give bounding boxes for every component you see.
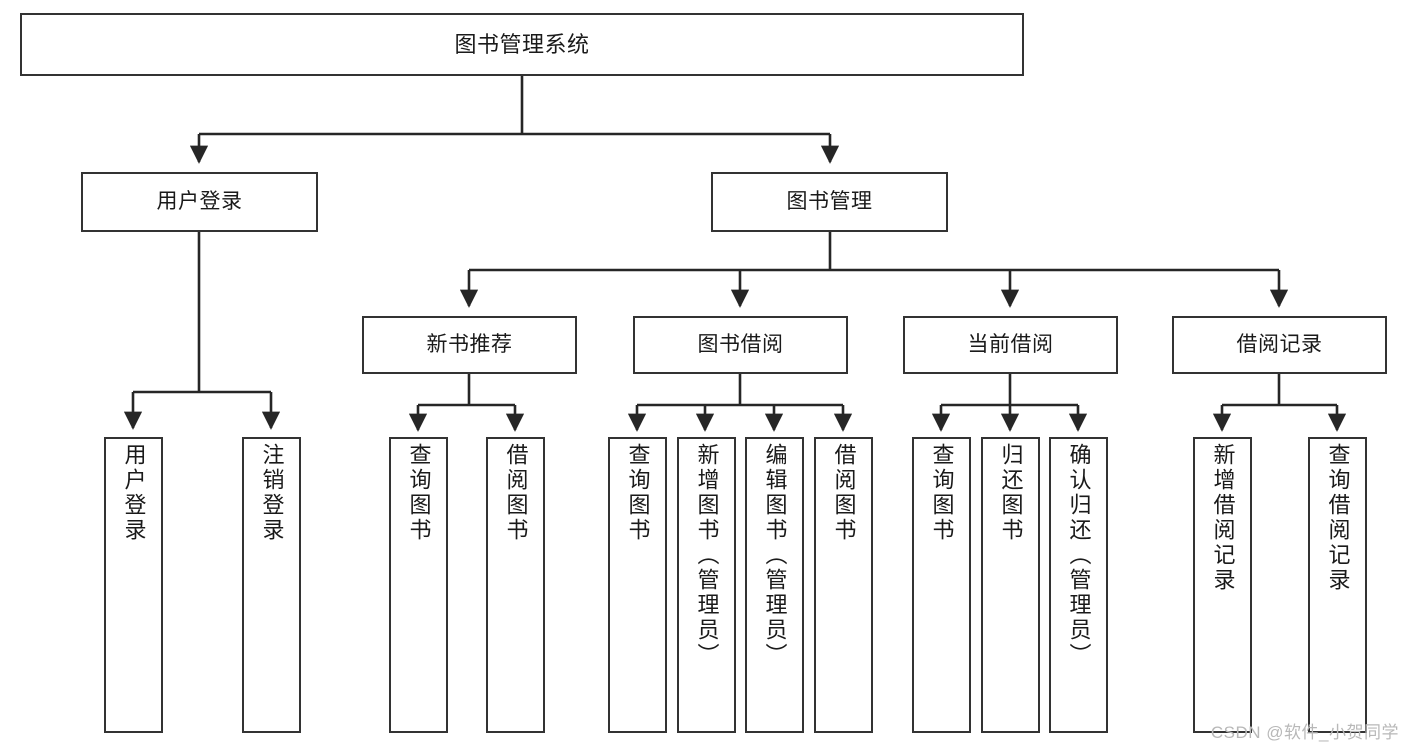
leaf-query-record-label: 查询借阅记录	[1325, 443, 1351, 593]
leaf-add-book-label: 新增图书（管理员）	[694, 443, 720, 668]
node-user-login-label: 用户登录	[156, 189, 243, 213]
leaf-user-logout-label: 注销登录	[259, 443, 285, 543]
leaf-query-book-3[interactable]: 查询图书	[912, 437, 971, 733]
node-new-book-rec[interactable]: 新书推荐	[362, 316, 577, 374]
node-root[interactable]: 图书管理系统	[20, 13, 1024, 76]
node-current-borrow-label: 当前借阅	[967, 332, 1054, 356]
leaf-add-record[interactable]: 新增借阅记录	[1193, 437, 1252, 733]
node-new-book-rec-label: 新书推荐	[426, 332, 513, 356]
leaf-query-record[interactable]: 查询借阅记录	[1308, 437, 1367, 733]
node-current-borrow[interactable]: 当前借阅	[903, 316, 1118, 374]
node-book-manage[interactable]: 图书管理	[711, 172, 948, 232]
leaf-return-book-label: 归还图书	[998, 443, 1024, 543]
leaf-query-book-2[interactable]: 查询图书	[608, 437, 667, 733]
leaf-query-book-2-label: 查询图书	[625, 443, 651, 543]
node-user-login[interactable]: 用户登录	[81, 172, 318, 232]
leaf-query-book-1-label: 查询图书	[406, 443, 432, 543]
leaf-confirm-return[interactable]: 确认归还（管理员）	[1049, 437, 1108, 733]
node-book-borrow[interactable]: 图书借阅	[633, 316, 848, 374]
leaf-borrow-book-2-label: 借阅图书	[831, 443, 857, 543]
node-root-label: 图书管理系统	[454, 31, 590, 57]
node-book-borrow-label: 图书借阅	[697, 332, 784, 356]
leaf-edit-book[interactable]: 编辑图书（管理员）	[745, 437, 804, 733]
leaf-add-record-label: 新增借阅记录	[1210, 443, 1236, 593]
leaf-query-book-1[interactable]: 查询图书	[389, 437, 448, 733]
watermark: CSDN @软件_小贺同学	[1210, 723, 1399, 742]
node-book-manage-label: 图书管理	[786, 189, 873, 213]
leaf-add-book[interactable]: 新增图书（管理员）	[677, 437, 736, 733]
leaf-query-book-3-label: 查询图书	[929, 443, 955, 543]
leaf-borrow-book-2[interactable]: 借阅图书	[814, 437, 873, 733]
node-borrow-record-label: 借阅记录	[1236, 332, 1323, 356]
leaf-user-logout[interactable]: 注销登录	[242, 437, 301, 733]
leaf-user-login[interactable]: 用户登录	[104, 437, 163, 733]
leaf-borrow-book-1-label: 借阅图书	[503, 443, 529, 543]
node-borrow-record[interactable]: 借阅记录	[1172, 316, 1387, 374]
leaf-borrow-book-1[interactable]: 借阅图书	[486, 437, 545, 733]
leaf-edit-book-label: 编辑图书（管理员）	[762, 443, 788, 668]
leaf-return-book[interactable]: 归还图书	[981, 437, 1040, 733]
leaf-confirm-return-label: 确认归还（管理员）	[1066, 443, 1092, 668]
leaf-user-login-label: 用户登录	[121, 443, 147, 543]
